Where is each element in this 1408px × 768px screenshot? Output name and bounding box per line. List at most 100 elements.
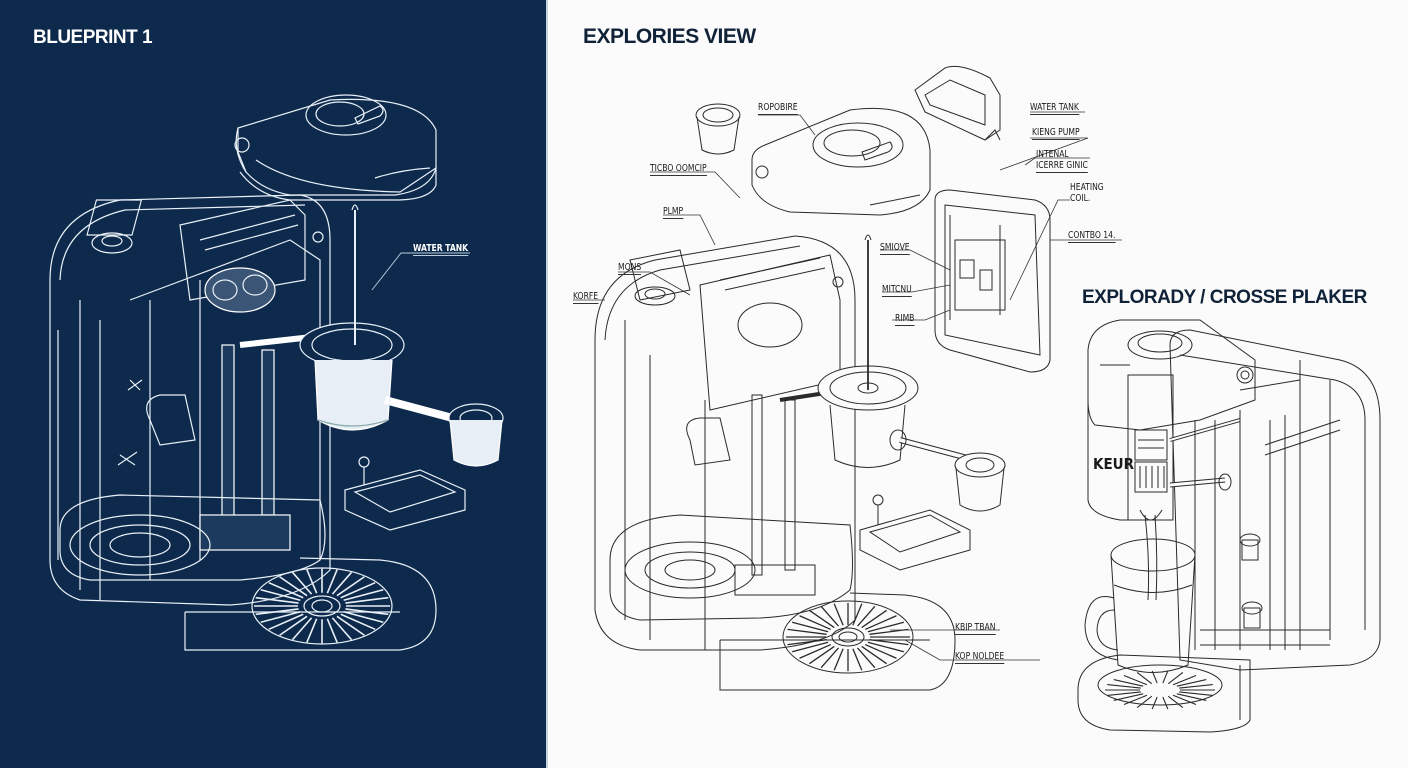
cross-section-drip-tray	[1077, 654, 1251, 733]
drip-grate-slot	[326, 569, 338, 594]
drip-grate-slot	[1136, 672, 1153, 685]
drip-grate-slot	[255, 608, 299, 616]
drip-grate-slot	[260, 588, 301, 602]
drip-grate-slot	[1123, 694, 1148, 706]
drip-grate-slot	[1162, 670, 1169, 684]
drip-grate-slot	[343, 610, 384, 624]
drip-grate-slot	[787, 628, 827, 635]
exploded-drip-tray	[719, 592, 956, 691]
drip-grate-slot	[1179, 684, 1213, 689]
blueprint-drip-tray	[184, 557, 437, 651]
drip-grate-slot	[1176, 679, 1207, 687]
label-kieng-pump: KIENG PUMP	[1032, 127, 1080, 140]
drip-grate-slot	[861, 609, 888, 629]
drip-grate-slot	[291, 571, 313, 595]
drip-grate-slot	[279, 576, 308, 597]
exploded-k-cup	[695, 103, 741, 155]
drip-grate-slot	[791, 621, 829, 633]
cross-section-title: EXPLORADY / CROSSE PLAKER	[1082, 287, 1367, 308]
exploded-view-title: EXPLORIES VIEW	[583, 25, 756, 48]
label-ropobire: ROPOBIRE	[758, 102, 798, 115]
drip-grate-slot	[345, 596, 389, 604]
drip-grate-slot	[255, 596, 299, 604]
drip-grate-slot	[857, 647, 876, 669]
exploded-control-board	[934, 189, 1051, 373]
drip-grate-slot	[291, 617, 313, 641]
drip-grate-slot	[1167, 672, 1184, 685]
blueprint-drawing	[49, 94, 504, 651]
drip-grate-slot	[864, 643, 897, 659]
cross-section-head	[1087, 319, 1256, 521]
blueprint-small-tray	[344, 456, 466, 531]
drip-grate-slot	[326, 618, 338, 643]
drip-grate-slot	[857, 605, 876, 627]
label-korfe: KORFE	[573, 291, 599, 304]
drip-grate-slot	[867, 621, 905, 633]
drip-grate-slot	[343, 588, 384, 602]
blueprint-lid	[234, 94, 437, 201]
drip-grate-slot	[306, 618, 318, 643]
drip-grate-slot	[1123, 674, 1148, 686]
drip-grate-slot	[1167, 695, 1184, 708]
label-ticbo-oomcip: TICBO OOMCIP	[650, 163, 707, 176]
drip-grate-slot	[340, 581, 376, 599]
drip-grate-slot	[861, 645, 888, 665]
drip-grate-slot	[820, 647, 839, 669]
drip-grate-slot	[260, 610, 301, 624]
label-rims: RIMB	[895, 313, 915, 326]
drip-grate-slot	[340, 613, 376, 631]
drip-grate-slot	[1162, 696, 1169, 710]
drip-grate-slot	[869, 639, 909, 646]
drip-grate-slot	[279, 615, 308, 636]
drip-grate-slot	[1172, 674, 1197, 686]
drip-grate-slot	[1113, 679, 1144, 687]
drip-grate-slot	[852, 603, 863, 626]
drip-grate-slot	[852, 648, 863, 671]
exploded-water-tank-handle	[914, 65, 1001, 141]
drip-grate-slot	[808, 609, 835, 629]
drip-grate-slot	[1113, 693, 1144, 701]
label-internal-line1: INTENAL	[1036, 149, 1069, 160]
label-internal-line2: ICERRE GINIC	[1036, 160, 1088, 173]
label-heating-line1: HEATING	[1070, 182, 1104, 193]
exploded-lid	[751, 107, 931, 216]
drip-grate-slot	[833, 648, 844, 671]
drip-grate-slot	[1151, 670, 1158, 684]
brand-mark: KEUR	[1093, 455, 1135, 473]
drip-grate-slot	[331, 617, 353, 641]
cross-section-internals	[1127, 374, 1341, 650]
exploded-view-panel	[548, 0, 1408, 768]
drip-grate-slot	[1176, 693, 1207, 701]
blueprint-brew-basket	[299, 204, 462, 431]
drip-grate-slot	[336, 576, 365, 597]
drip-grate-slot	[345, 608, 389, 616]
drip-grate-slot	[268, 581, 304, 599]
label-drip-tray: KBIP TBAN	[955, 622, 996, 635]
drip-grate-slot	[820, 605, 839, 627]
drip-grate-slot	[1151, 696, 1158, 710]
label-water-tank: WATER TANK	[1030, 102, 1079, 115]
drip-grate-slot	[268, 613, 304, 631]
drip-grate-slot	[808, 645, 835, 665]
drip-grate-slot	[799, 643, 832, 659]
drip-grate-slot	[799, 615, 832, 631]
drip-grate-slot	[1136, 695, 1153, 708]
label-control: CONTBO 14.	[1068, 230, 1116, 243]
label-heating-line2: COIL.	[1070, 193, 1091, 204]
label-mitcnu: MITCNU	[882, 284, 912, 297]
drip-grate-slot	[336, 615, 365, 636]
drip-grate-slot	[791, 641, 829, 653]
label-mons: MONS	[618, 262, 642, 275]
exploded-small-tray	[859, 494, 971, 571]
drip-grate-slot	[1107, 684, 1141, 689]
cross-section-body	[1169, 329, 1381, 671]
blueprint-k-cup	[448, 403, 504, 467]
drip-grate-slot	[867, 641, 905, 653]
drip-grate-slot	[1179, 691, 1213, 696]
drip-grate-slot	[331, 571, 353, 595]
drip-grate-slot	[306, 569, 318, 594]
exploded-small-k-cup	[954, 452, 1006, 512]
blueprint-label-water-tank: WATER TANK	[413, 243, 469, 256]
